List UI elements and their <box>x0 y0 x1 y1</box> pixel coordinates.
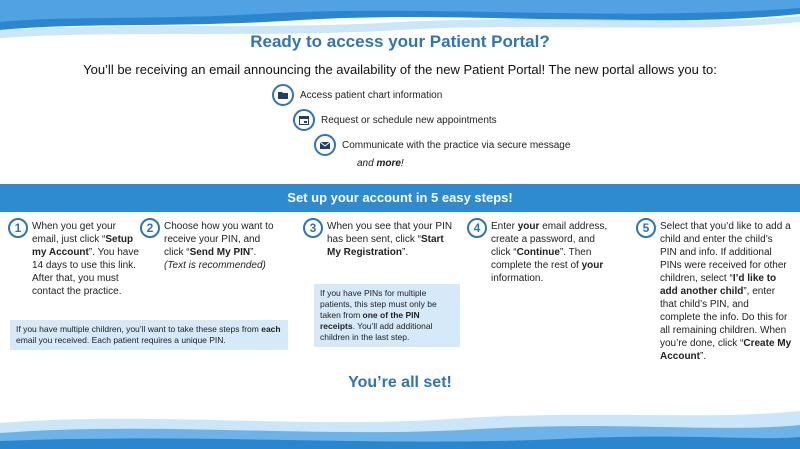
multiple-children-note: If you have multiple children, you’ll wa… <box>10 320 288 350</box>
envelope-icon <box>314 134 336 156</box>
step-number: 3 <box>303 218 323 238</box>
feature-item: Communicate with the practice via secure… <box>314 134 570 156</box>
all-set-message: You’re all set! <box>348 374 452 391</box>
step-text: Enter your email address, create a passw… <box>491 221 608 284</box>
step-text: Choose how you want to receive your PIN,… <box>164 221 274 271</box>
step-number: 5 <box>636 218 656 238</box>
feature-text: Access patient chart information <box>300 89 443 101</box>
folder-icon <box>272 84 294 106</box>
bottom-wave-decoration <box>0 411 800 449</box>
steps-banner: Set up your account in 5 easy steps! <box>0 184 800 212</box>
feature-item: Access patient chart information <box>272 84 442 106</box>
multiple-pins-note: If you have PINs for multiple patients, … <box>314 284 460 347</box>
step-text: When you get your email, just click “Set… <box>32 221 139 297</box>
step-text: When you see that your PIN has been sent… <box>327 221 453 258</box>
feature-item: Request or schedule new appointments <box>293 109 497 131</box>
step-number: 4 <box>467 218 487 238</box>
and-more-text: and more! <box>357 158 404 169</box>
step-text: Select that you’d like to add a child an… <box>660 221 792 362</box>
page-title: Ready to access your Patient Portal? <box>250 32 550 51</box>
calendar-icon <box>293 109 315 131</box>
feature-text: Communicate with the practice via secure… <box>342 139 571 151</box>
top-wave-decoration <box>0 0 800 38</box>
step-number: 2 <box>140 218 160 238</box>
intro-text: You’ll be receiving an email announcing … <box>83 62 717 77</box>
step-number: 1 <box>8 218 28 238</box>
feature-text: Request or schedule new appointments <box>321 114 497 126</box>
